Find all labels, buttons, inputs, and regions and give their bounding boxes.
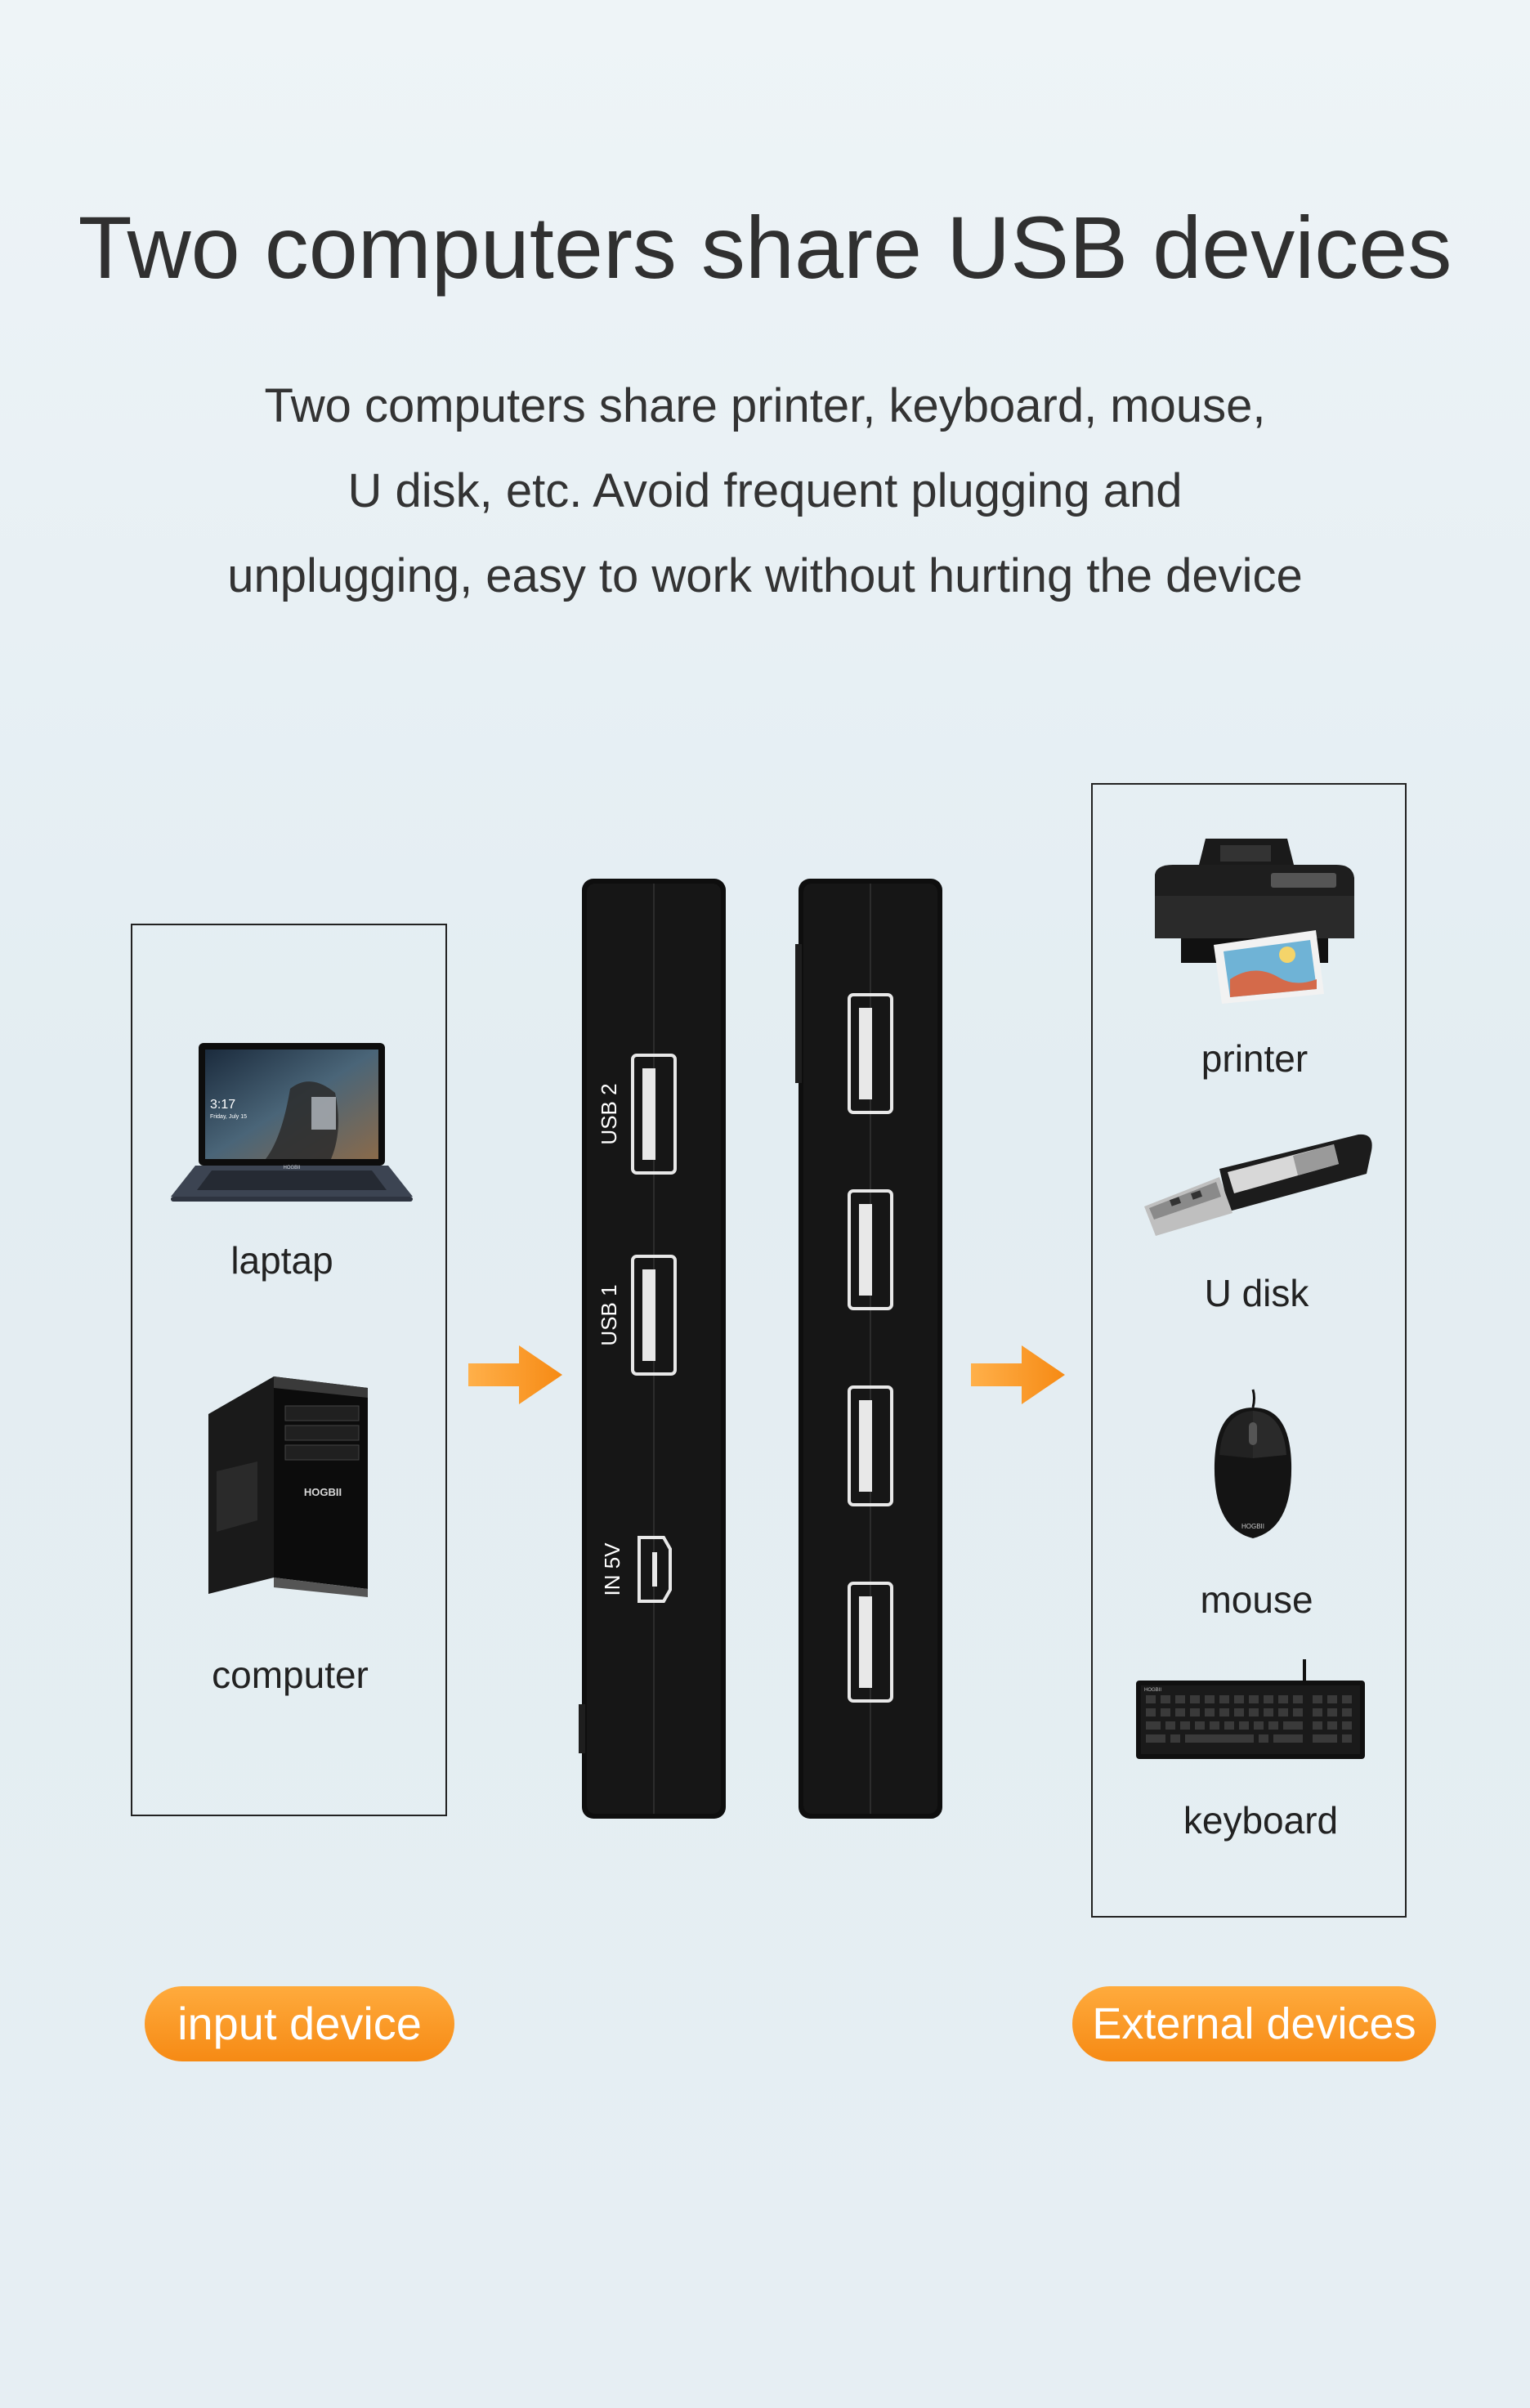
description-line-3: unplugging, easy to work without hurting…	[227, 549, 1303, 602]
description-line-2: U disk, etc. Avoid frequent plugging and	[347, 464, 1183, 517]
usb-switch-output-side	[795, 879, 942, 1819]
computer-label: computer	[212, 1654, 369, 1696]
laptop-label: laptap	[230, 1239, 333, 1282]
laptop-brand: HOGBII	[283, 1166, 300, 1170]
power-port[interactable]	[638, 1536, 672, 1603]
usb1-port-label: USB 1	[597, 1284, 621, 1345]
description-line-1: Two computers share printer, keyboard, m…	[264, 379, 1266, 432]
laptop-icon: 3:17 Friday, July 15 HOGBII	[171, 1043, 413, 1202]
printer-label: printer	[1201, 1037, 1309, 1080]
page-title: Two computers share USB devices	[78, 198, 1452, 297]
keyboard-brand: HOGBII	[1144, 1688, 1161, 1693]
usb-switch-input-side: USB 2 USB 1 IN 5V	[579, 879, 726, 1819]
mouse-icon: HOGBII	[1214, 1389, 1292, 1538]
keyboard-label: keyboard	[1183, 1799, 1339, 1842]
udisk-label: U disk	[1204, 1272, 1309, 1314]
external-devices-badge: External devices	[1072, 1986, 1436, 2061]
input-devices-box	[131, 924, 447, 1816]
external-devices-box	[1091, 783, 1407, 1918]
laptop-screen-date: Friday, July 15	[210, 1114, 247, 1120]
usb-drive-icon	[1144, 1134, 1372, 1236]
arrow-right-icon	[468, 1345, 562, 1404]
power-port-label: IN 5V	[600, 1542, 624, 1596]
output-port-4[interactable]	[848, 1582, 893, 1703]
output-port-2[interactable]	[848, 1189, 893, 1310]
output-port-3[interactable]	[848, 1385, 893, 1506]
description: Two computers share printer, keyboard, m…	[163, 364, 1367, 619]
computer-brand: HOGBII	[304, 1486, 342, 1498]
output-port-1[interactable]	[848, 993, 893, 1114]
usb1-port[interactable]	[631, 1255, 677, 1376]
keyboard-icon: HOGBII	[1136, 1659, 1365, 1759]
laptop-screen-time: 3:17	[210, 1098, 235, 1112]
usb2-port-label: USB 2	[597, 1083, 621, 1144]
mouse-brand: HOGBII	[1241, 1523, 1264, 1530]
printer-icon	[1155, 839, 1354, 1004]
mouse-label: mouse	[1200, 1578, 1313, 1621]
usb2-port[interactable]	[631, 1054, 677, 1175]
input-device-badge: input device	[145, 1986, 454, 2061]
keyboard-keys	[1146, 1695, 1352, 1743]
arrow-right-icon	[971, 1345, 1065, 1404]
desktop-tower-icon: HOGBII	[208, 1376, 368, 1597]
